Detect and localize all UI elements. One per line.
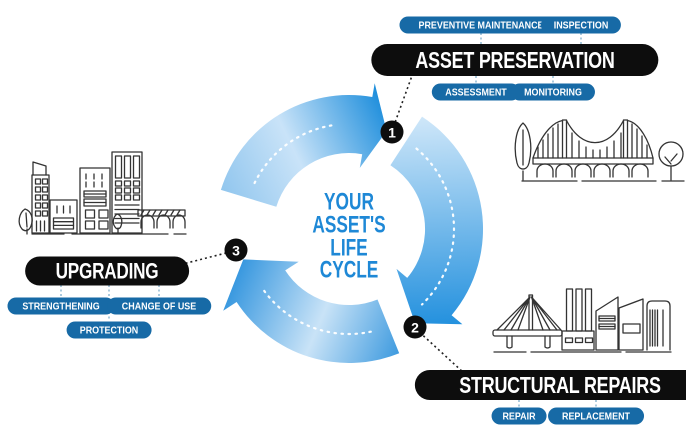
cycle-arrow-segment-2 — [390, 116, 484, 325]
tag-label: CHANGE OF USE — [121, 300, 197, 312]
title-line: LIFE — [330, 234, 368, 261]
stage-label: STRUCTURAL REPAIRS — [459, 371, 661, 398]
tag-monitoring: MONITORING — [510, 83, 596, 101]
tag-change-of-use: CHANGE OF USE — [107, 297, 211, 315]
tag-label: REPLACEMENT — [562, 410, 630, 422]
step-marker-1: 1 — [380, 120, 404, 144]
tag-strengthening: STRENGTHENING — [7, 297, 115, 315]
stage-pill-asset-preservation: ASSET PRESERVATION — [371, 44, 659, 76]
stage-pill-upgrading: UPGRADING — [25, 256, 189, 286]
tree-icon — [514, 122, 532, 181]
step-number: 2 — [411, 319, 419, 335]
cycle-arrow-segment-3 — [223, 259, 400, 363]
title-line: ASSET'S — [312, 211, 386, 239]
tag-preventive-maintenance: PREVENTIVE MAINTENANCE — [399, 16, 563, 34]
stage-pill-structural-repairs: STRUCTURAL REPAIRS — [414, 370, 686, 400]
tag-replacement: REPLACEMENT — [548, 407, 644, 425]
cycle-dashed-arcs — [253, 123, 456, 336]
tree-icon — [658, 141, 684, 167]
step-marker-3: 3 — [224, 238, 248, 262]
step-number: 3 — [232, 242, 240, 258]
title-line: YOUR — [324, 188, 374, 216]
cycle-arrow-segment-1 — [220, 83, 387, 207]
step-marker-2: 2 — [403, 315, 427, 339]
tag-repair: REPAIR — [491, 407, 547, 425]
stage-label: UPGRADING — [55, 258, 159, 283]
stage-label: ASSET PRESERVATION — [415, 46, 615, 73]
cycle-ring — [220, 83, 484, 363]
building-windows — [34, 178, 49, 217]
cycle-center-title: YOUR ASSET'S LIFE CYCLE — [298, 188, 400, 284]
tag-assessment: ASSESSMENT — [431, 83, 521, 101]
tag-label: ASSESSMENT — [445, 86, 507, 98]
city-skyline-illustration — [18, 151, 187, 235]
tag-label: PROTECTION — [79, 324, 139, 336]
tag-label: MONITORING — [524, 86, 582, 98]
tag-label: INSPECTION — [553, 19, 609, 31]
connector-stage-1 — [392, 72, 414, 129]
tag-label: PREVENTIVE MAINTENANCE — [418, 19, 544, 31]
tag-label: STRENGTHENING — [22, 300, 100, 312]
tag-inspection: INSPECTION — [540, 16, 622, 34]
industrial-plant-illustration — [492, 288, 672, 353]
connector-stage-2 — [415, 328, 465, 374]
title-line: CYCLE — [319, 256, 379, 284]
tree-icon — [112, 213, 123, 234]
suspension-bridge-illustration — [514, 119, 685, 182]
tree-icon — [18, 208, 33, 235]
tag-label: REPAIR — [502, 410, 536, 422]
tag-protection: PROTECTION — [66, 321, 152, 339]
step-number: 1 — [388, 124, 396, 140]
